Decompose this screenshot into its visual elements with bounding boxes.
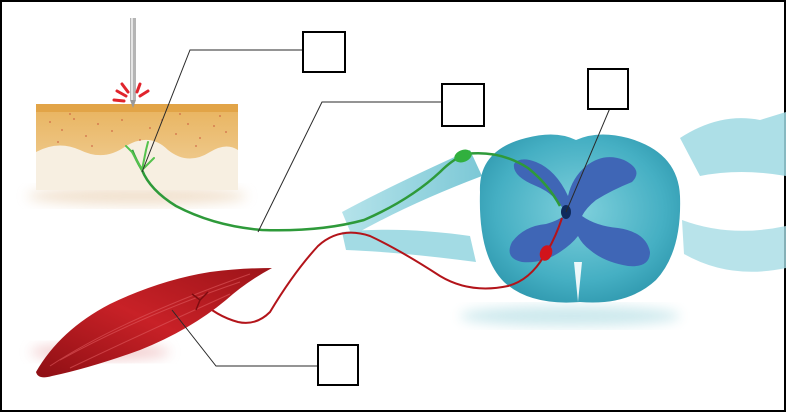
skin-epidermis: [36, 104, 238, 112]
right-nerve-root-upper: [680, 112, 786, 176]
label-box-effector[interactable]: [318, 345, 358, 385]
right-nerve-root-lower: [682, 220, 786, 272]
skin-section: [27, 104, 247, 205]
muscle-body: [36, 268, 272, 377]
label-box-receptor[interactable]: [303, 32, 345, 72]
spinal-cord: [342, 112, 786, 326]
label-box-interneuron[interactable]: [588, 69, 628, 109]
needle-icon: [130, 18, 136, 108]
label-box-sensory[interactable]: [442, 84, 484, 126]
muscle: [30, 268, 272, 377]
cord-shadow: [460, 306, 680, 326]
